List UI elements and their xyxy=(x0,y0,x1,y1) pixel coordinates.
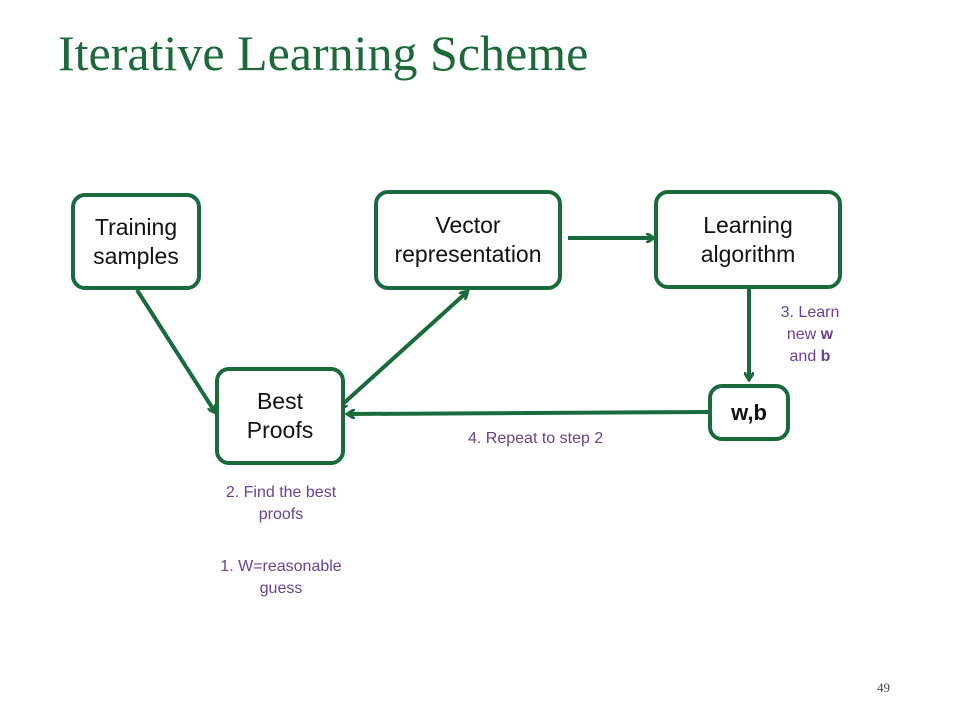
node-best-proofs-label: Best Proofs xyxy=(246,388,314,443)
node-vector-representation: Vector representation xyxy=(374,190,562,290)
note-step-2: 2. Find the best proofs xyxy=(225,484,337,523)
note-step-3-line1: 3. Learn xyxy=(780,304,840,321)
node-wb: w,b xyxy=(708,384,790,441)
arrow-training-to-best xyxy=(135,288,215,412)
note-step-3-line2: new w xyxy=(786,326,834,343)
node-vector-representation-label: Vector representation xyxy=(394,212,542,267)
node-wb-label: w,b xyxy=(731,400,767,425)
note-step-4: 4. Repeat to step 2 xyxy=(468,430,604,447)
node-training-samples-label: Training samples xyxy=(93,213,179,269)
node-training-samples: Training samples xyxy=(71,193,201,290)
note-step-3: 3. Learn new w and b xyxy=(760,302,860,368)
page-number: 49 xyxy=(877,680,890,695)
arrow-wb-to-best xyxy=(348,412,710,414)
node-best-proofs: Best Proofs xyxy=(215,367,345,465)
node-learning-algorithm-label: Learning algorithm xyxy=(700,211,796,267)
arrow-best-to-vector xyxy=(344,292,467,403)
page-title: Iterative Learning Scheme xyxy=(58,25,589,81)
note-step-3-line3: and b xyxy=(789,348,831,365)
node-learning-algorithm: Learning algorithm xyxy=(654,190,842,289)
note-step-1: 1. W=reasonable guess xyxy=(220,558,342,597)
